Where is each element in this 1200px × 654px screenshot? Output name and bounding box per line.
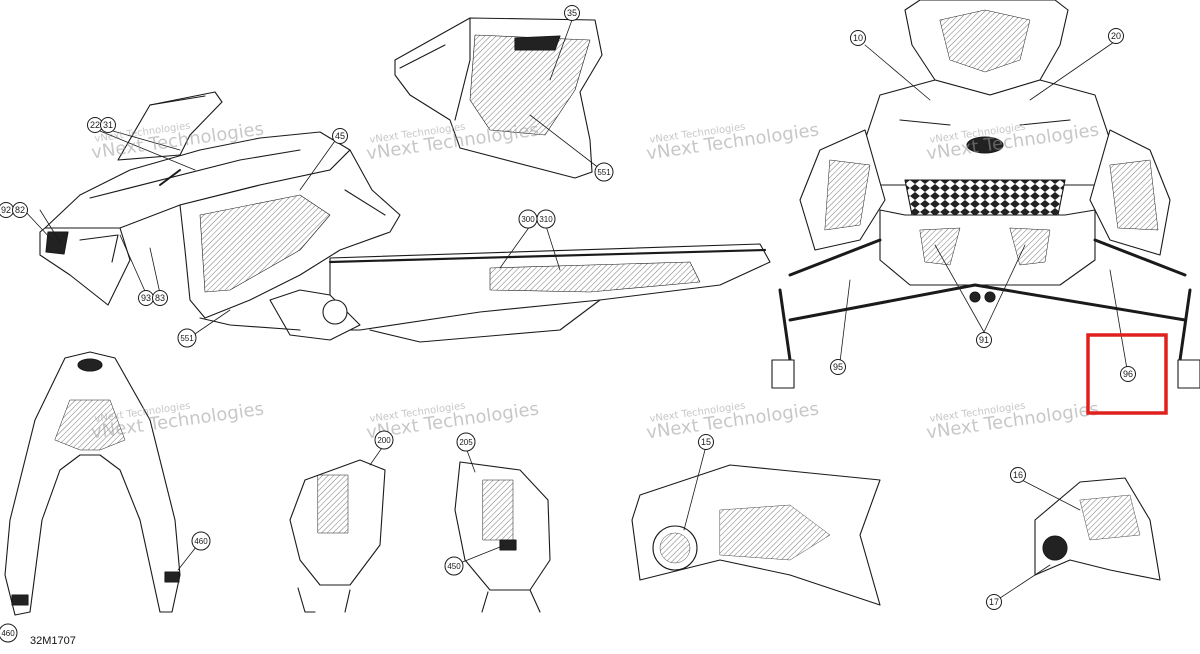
callout-label: 95 bbox=[833, 362, 843, 372]
callout-label: 460 bbox=[194, 537, 208, 546]
highlight-box bbox=[1086, 333, 1168, 415]
callout-92: 92 bbox=[0, 202, 14, 218]
callout-450: 450 bbox=[444, 556, 464, 576]
callout-circle bbox=[0, 623, 18, 643]
callout-17: 17 bbox=[986, 594, 1002, 610]
callout-circle bbox=[1010, 467, 1026, 483]
callout-label: 17 bbox=[989, 597, 999, 607]
callout-circle bbox=[698, 434, 714, 450]
callout-circle bbox=[374, 430, 394, 450]
callout-circle bbox=[152, 290, 168, 306]
callout-16: 16 bbox=[1010, 467, 1026, 483]
callout-45: 45 bbox=[332, 128, 348, 144]
callout-circle bbox=[1108, 28, 1124, 44]
callout-label: 551 bbox=[180, 334, 194, 343]
callout-95: 95 bbox=[830, 359, 846, 375]
callout-label: 83 bbox=[155, 293, 165, 303]
callout-label: 450 bbox=[447, 562, 461, 571]
callout-label: 82 bbox=[15, 205, 25, 215]
callout-label: 200 bbox=[377, 436, 391, 445]
callout-310: 310 bbox=[536, 209, 556, 229]
callout-35: 35 bbox=[564, 5, 580, 21]
callout-circle bbox=[850, 30, 866, 46]
callout-205: 205 bbox=[456, 432, 476, 452]
callout-label: 20 bbox=[1111, 31, 1121, 41]
callout-83: 83 bbox=[152, 290, 168, 306]
callout-label: 16 bbox=[1013, 470, 1023, 480]
callout-label: 45 bbox=[335, 131, 345, 141]
callout-551: 551 bbox=[177, 328, 197, 348]
callout-circle bbox=[100, 117, 116, 133]
callout-label: 15 bbox=[701, 437, 711, 447]
callout-label: 31 bbox=[103, 120, 113, 130]
callout-label: 93 bbox=[141, 293, 151, 303]
console-drawing bbox=[631, 464, 881, 606]
callout-circle bbox=[456, 432, 476, 452]
callout-circle bbox=[177, 328, 197, 348]
callout-circle bbox=[444, 556, 464, 576]
callout-200: 200 bbox=[374, 430, 394, 450]
callout-label: 205 bbox=[459, 438, 473, 447]
callout-circle bbox=[830, 359, 846, 375]
callout-label: 22 bbox=[90, 120, 100, 130]
callout-label: 92 bbox=[1, 205, 11, 215]
callout-label: 10 bbox=[853, 33, 863, 43]
lower-panels-drawing bbox=[289, 459, 551, 613]
callout-circle bbox=[564, 5, 580, 21]
small-console-drawing bbox=[1034, 477, 1161, 581]
drawing-code: 32M1707 bbox=[30, 635, 76, 647]
side-panel-drawing bbox=[394, 17, 603, 179]
hood-top-view-drawing bbox=[4, 351, 181, 616]
callout-circle bbox=[332, 128, 348, 144]
callout-label: 460 bbox=[1, 629, 15, 638]
callout-circle bbox=[191, 531, 211, 551]
callout-82: 82 bbox=[12, 202, 28, 218]
callout-20: 20 bbox=[1108, 28, 1124, 44]
callout-96: 96 bbox=[1120, 366, 1136, 382]
callout-circle bbox=[536, 209, 556, 229]
callout-10: 10 bbox=[850, 30, 866, 46]
callout-460: 460 bbox=[191, 531, 211, 551]
callout-31: 31 bbox=[100, 117, 116, 133]
callout-300: 300 bbox=[518, 209, 538, 229]
callout-circle bbox=[986, 594, 1002, 610]
callout-label: 310 bbox=[539, 215, 553, 224]
callout-91: 91 bbox=[976, 332, 992, 348]
callout-circle bbox=[12, 202, 28, 218]
callout-circle bbox=[594, 162, 614, 182]
callout-460: 460 bbox=[0, 623, 18, 643]
callout-label: 300 bbox=[521, 215, 535, 224]
callout-circle bbox=[1120, 366, 1136, 382]
callout-93: 93 bbox=[138, 290, 154, 306]
callout-label: 96 bbox=[1123, 369, 1133, 379]
side-view-drawing bbox=[39, 91, 771, 343]
callout-15: 15 bbox=[698, 434, 714, 450]
front-view-drawing bbox=[771, 0, 1200, 389]
callout-label: 551 bbox=[597, 168, 611, 177]
callout-label: 35 bbox=[567, 8, 577, 18]
callout-label: 91 bbox=[979, 335, 989, 345]
leader-lines bbox=[23, 19, 1129, 603]
callout-551: 551 bbox=[594, 162, 614, 182]
callout-circle bbox=[976, 332, 992, 348]
